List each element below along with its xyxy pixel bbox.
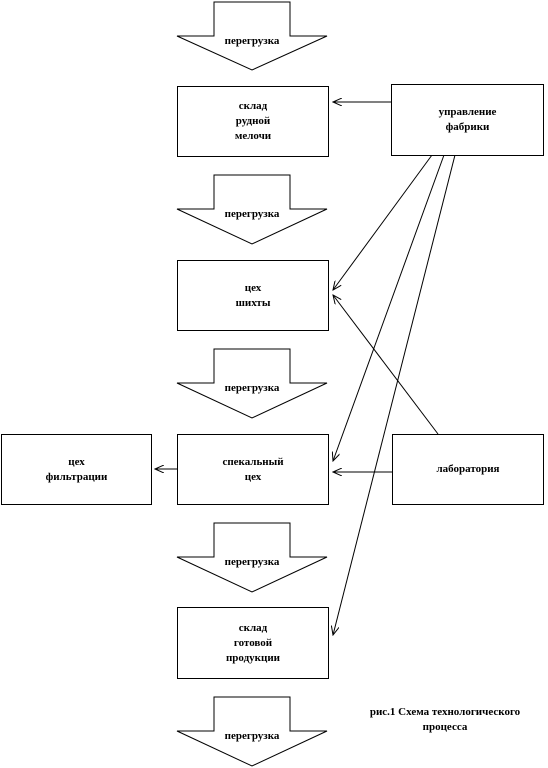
box-factory-management: управление фабрики [391,84,544,156]
transfer-arrow-5 [176,696,328,767]
arrow-lab-to-charge-shop [333,295,439,435]
box-filtration-shop: цех фильтрации [1,434,152,505]
box-laboratory: лаборатория [392,434,544,505]
transfer-label: перегрузка [224,208,280,220]
box-charge-shop: цех шихты [177,260,329,331]
transfer-arrow-4 [176,522,328,593]
figure-caption: рис.1 Схема технологического процесса [369,706,521,733]
transfer-label: перегрузка [224,35,280,47]
box-finished-product-store: склад готовой продукции [177,607,329,679]
transfer-arrow-3 [176,348,328,419]
transfer-arrow-2 [176,174,328,245]
box-sinter-shop: спекальный цех [177,434,329,505]
transfer-label: перегрузка [224,730,280,742]
box-ore-fines-store: склад рудной мелочи [177,86,329,157]
arrow-management-to-sinter-shop [333,154,445,461]
transfer-label: перегрузка [224,556,280,568]
transfer-label: перегрузка [224,382,280,394]
transfer-arrow-1 [176,1,328,71]
arrow-management-to-charge-shop [333,154,433,290]
arrow-management-to-finished-store [333,154,456,635]
